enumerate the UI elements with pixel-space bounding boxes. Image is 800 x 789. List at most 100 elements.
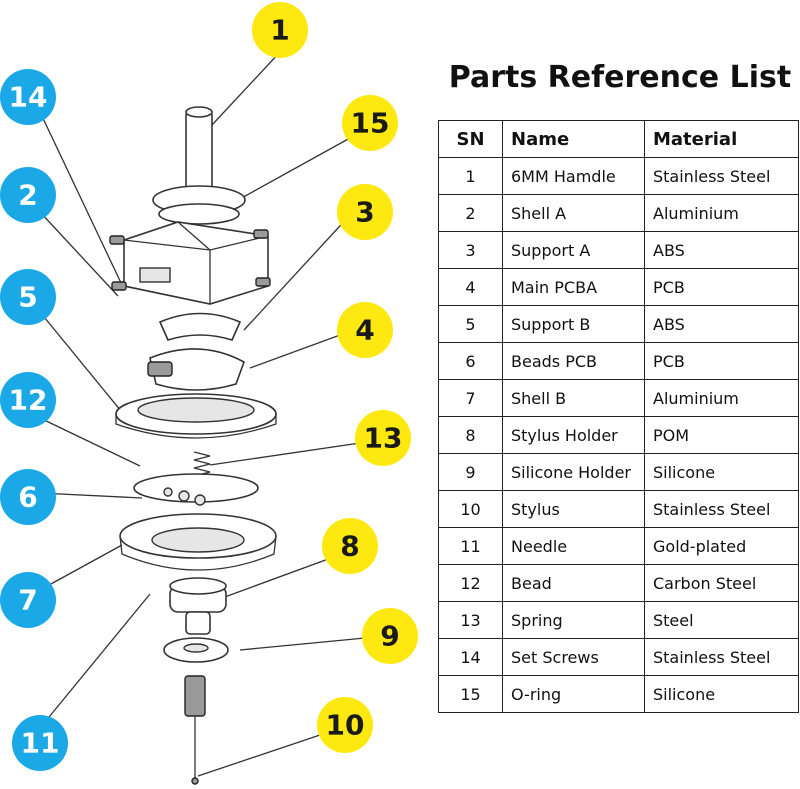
table-row: 15 O-ring Silicone	[438, 675, 799, 713]
svg-text:1: 1	[270, 14, 289, 47]
row-material: ABS	[644, 305, 799, 343]
spring-part	[193, 451, 211, 477]
shell-a-part	[109, 221, 271, 305]
callout-15: 15	[342, 95, 398, 151]
callout-14: 14	[0, 69, 56, 125]
table-row: 1 6MM Hamdle Stainless Steel	[438, 157, 799, 195]
callout-9: 9	[362, 608, 418, 664]
exploded-assembly-diagram: 1 15 3 4 13 8 9 10 14 2 5 12	[0, 2, 418, 785]
svg-text:8: 8	[340, 530, 359, 563]
stylus-holder-part	[169, 577, 227, 635]
callout-6: 6	[0, 469, 56, 525]
shell-b-part	[119, 513, 277, 571]
row-name: Set Screws	[502, 638, 645, 676]
table-row: 10 Stylus Stainless Steel	[438, 490, 799, 528]
row-material: Steel	[644, 601, 799, 639]
table-row: 3 Support A ABS	[438, 231, 799, 269]
row-sn: 15	[438, 675, 503, 713]
callout-2: 2	[0, 167, 56, 223]
support-b-part	[115, 393, 277, 439]
main-pcba-part	[147, 348, 245, 391]
callout-3: 3	[337, 184, 393, 240]
row-material: Stainless Steel	[644, 638, 799, 676]
table-row: 2 Shell A Aluminium	[438, 194, 799, 232]
svg-text:14: 14	[9, 81, 48, 114]
row-sn: 14	[438, 638, 503, 676]
row-name: Stylus	[502, 490, 645, 528]
row-name: Beads PCB	[502, 342, 645, 380]
row-material: Carbon Steel	[644, 564, 799, 602]
row-name: Needle	[502, 527, 645, 565]
table-row: 14 Set Screws Stainless Steel	[438, 638, 799, 676]
row-material: Gold-plated	[644, 527, 799, 565]
svg-text:2: 2	[18, 179, 37, 212]
svg-text:10: 10	[326, 709, 365, 742]
row-name: Main PCBA	[502, 268, 645, 306]
table-row: 11 Needle Gold-plated	[438, 527, 799, 565]
svg-text:6: 6	[18, 481, 37, 514]
row-sn: 8	[438, 416, 503, 454]
row-sn: 5	[438, 305, 503, 343]
row-name: Bead	[502, 564, 645, 602]
row-sn: 9	[438, 453, 503, 491]
table-row: 9 Silicone Holder Silicone	[438, 453, 799, 491]
row-sn: 13	[438, 601, 503, 639]
row-name: Shell A	[502, 194, 645, 232]
svg-text:13: 13	[364, 422, 403, 455]
header-name: Name	[502, 120, 645, 158]
row-name: Support A	[502, 231, 645, 269]
row-material: Aluminium	[644, 379, 799, 417]
row-sn: 4	[438, 268, 503, 306]
row-material: Silicone	[644, 675, 799, 713]
callout-4: 4	[337, 302, 393, 358]
row-name: 6MM Hamdle	[502, 157, 645, 195]
callout-8: 8	[322, 518, 378, 574]
row-material: Stainless Steel	[644, 157, 799, 195]
row-name: Silicone Holder	[502, 453, 645, 491]
parts-reference-title: Parts Reference List	[448, 60, 792, 95]
svg-text:4: 4	[355, 314, 374, 347]
row-name: Support B	[502, 305, 645, 343]
table-row: 4 Main PCBA PCB	[438, 268, 799, 306]
table-row: 12 Bead Carbon Steel	[438, 564, 799, 602]
row-name: O-ring	[502, 675, 645, 713]
row-material: Silicone	[644, 453, 799, 491]
table-row: 5 Support B ABS	[438, 305, 799, 343]
row-sn: 7	[438, 379, 503, 417]
svg-text:15: 15	[351, 107, 390, 140]
leader-lines	[39, 51, 366, 777]
row-name: Stylus Holder	[502, 416, 645, 454]
silicone-holder-part	[163, 637, 229, 663]
support-a-part	[158, 312, 242, 341]
row-sn: 10	[438, 490, 503, 528]
row-sn: 12	[438, 564, 503, 602]
row-sn: 2	[438, 194, 503, 232]
row-material: ABS	[644, 231, 799, 269]
row-sn: 1	[438, 157, 503, 195]
svg-text:9: 9	[380, 620, 399, 653]
callout-5: 5	[0, 269, 56, 325]
row-material: PCB	[644, 268, 799, 306]
callout-12: 12	[0, 372, 56, 428]
beads-pcb-part	[133, 473, 259, 506]
callout-7: 7	[0, 572, 56, 628]
table-row: 6 Beads PCB PCB	[438, 342, 799, 380]
svg-text:5: 5	[18, 281, 37, 314]
row-sn: 3	[438, 231, 503, 269]
table-row: 13 Spring Steel	[438, 601, 799, 639]
svg-text:12: 12	[9, 384, 48, 417]
callout-1: 1	[252, 2, 308, 58]
handle-rod	[185, 106, 213, 193]
row-name: Spring	[502, 601, 645, 639]
callout-10: 10	[317, 697, 373, 753]
header-material: Material	[644, 120, 799, 158]
row-material: PCB	[644, 342, 799, 380]
row-material: Stainless Steel	[644, 490, 799, 528]
header-sn: SN	[438, 120, 503, 158]
table-row: 7 Shell B Aluminium	[438, 379, 799, 417]
stylus-part	[184, 675, 206, 785]
row-sn: 6	[438, 342, 503, 380]
svg-text:7: 7	[18, 584, 37, 617]
table-row: 8 Stylus Holder POM	[438, 416, 799, 454]
table-header-row: SN Name Material	[438, 120, 799, 158]
